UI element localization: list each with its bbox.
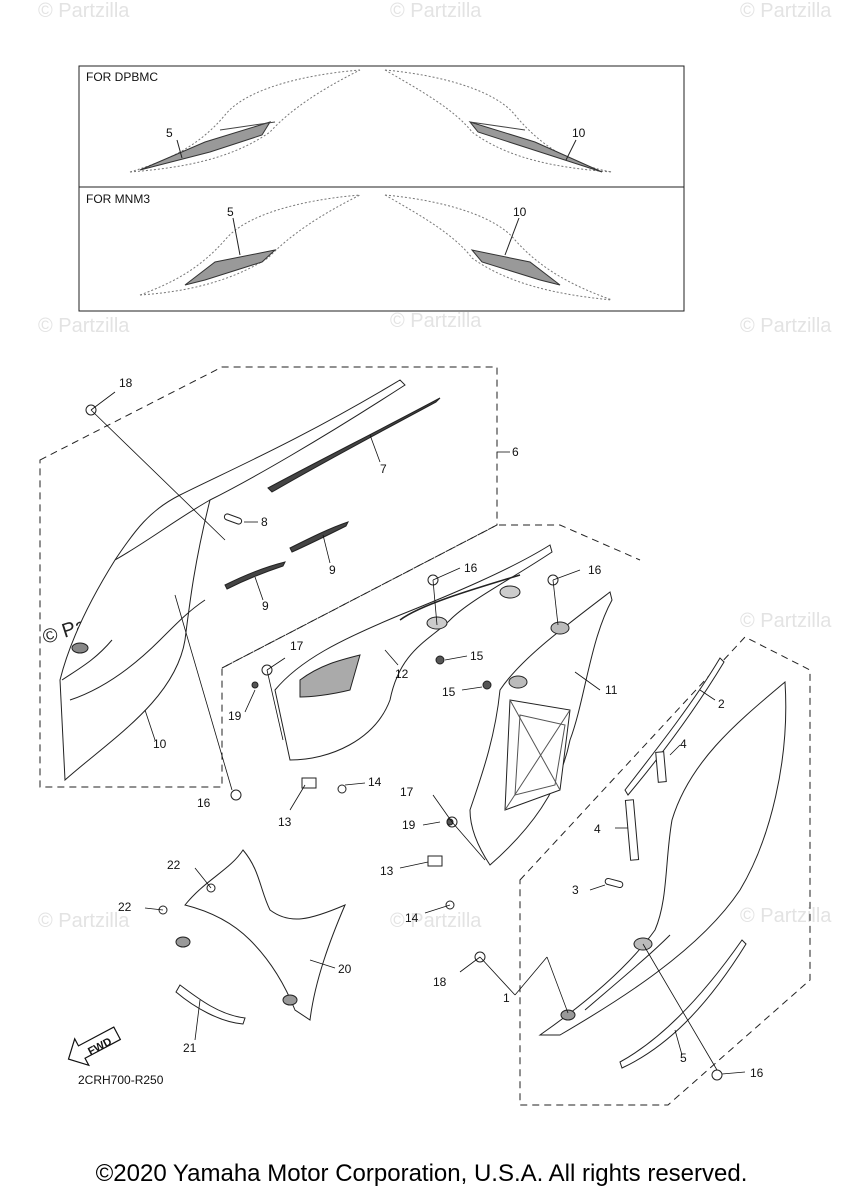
callout-10-mnm3: 10 — [513, 205, 527, 219]
group-box-1 — [519, 636, 811, 1106]
clip-3 — [604, 877, 624, 889]
callout-5: 5 — [680, 1051, 687, 1065]
pad-9a — [289, 521, 349, 553]
leader-line — [232, 217, 241, 256]
callout-2: 2 — [718, 697, 725, 711]
variant-dpbmc-left-cover — [129, 69, 361, 173]
lower-strip-5 — [619, 939, 747, 1069]
decal-strip-4b — [655, 751, 667, 783]
watermark: © Partzilla — [740, 905, 832, 927]
fastener-15b — [482, 680, 492, 690]
leader-lines — [90, 391, 746, 1075]
callout-17: 17 — [400, 785, 414, 799]
callout-11: 11 — [605, 683, 618, 697]
callout-6: 6 — [512, 445, 519, 459]
leader-line — [176, 139, 183, 159]
watermark: © Partzilla — [38, 315, 130, 337]
watermark: © Partzilla — [38, 0, 130, 22]
callout-15: 15 — [442, 685, 456, 699]
variant-mnm3-left-cover — [139, 194, 361, 296]
callout-16: 16 — [588, 563, 602, 577]
variant-label-dpbmc: FOR DPBMC — [86, 70, 158, 84]
bracket-cover-20 — [175, 849, 346, 1021]
callout-10-dpbmc: 10 — [572, 126, 586, 140]
callout-1: 1 — [503, 991, 510, 1005]
group-box-6 — [39, 366, 498, 788]
decal-strip-4a — [624, 799, 640, 861]
callout-18: 18 — [119, 376, 133, 390]
fastener-19a — [251, 681, 259, 689]
leader-line — [565, 139, 577, 161]
variant-mnm3-right-cover — [384, 194, 613, 301]
callout-4: 4 — [594, 822, 601, 836]
inner-panel-12 — [274, 544, 553, 761]
decal-strip-7 — [267, 397, 441, 493]
decal-strip-2 — [624, 657, 725, 796]
fastener-15a — [435, 655, 445, 665]
watermark: © Partzilla — [740, 315, 832, 337]
variant-frame — [78, 65, 685, 312]
copyright-notice: ©2020 Yamaha Motor Corporation, U.S.A. A… — [95, 1160, 748, 1187]
watermark: © Partzilla — [390, 910, 482, 932]
callout-19: 19 — [402, 818, 416, 832]
fastener-14a — [337, 784, 347, 794]
callout-13: 13 — [278, 815, 292, 829]
callout-18: 18 — [433, 975, 447, 989]
callout-22: 22 — [167, 858, 181, 872]
variant-dpbmc-right-cover — [384, 69, 613, 173]
callout-14: 14 — [405, 911, 419, 925]
callout-7: 7 — [380, 462, 387, 476]
callout-3: 3 — [572, 883, 579, 897]
variant-label-mnm3: FOR MNM3 — [86, 192, 150, 206]
watermark: © Partzilla — [740, 610, 832, 632]
callout-4: 4 — [680, 737, 687, 751]
fastener-16c — [230, 789, 242, 801]
callout-16: 16 — [464, 561, 478, 575]
fastener-13b — [427, 855, 443, 867]
callout-21: 21 — [183, 1041, 197, 1055]
fastener-16d — [711, 1069, 723, 1081]
callout-22: 22 — [118, 900, 132, 914]
leader-line — [504, 217, 520, 256]
watermark: © Partzilla — [390, 310, 482, 332]
callout-20: 20 — [338, 962, 352, 976]
callout-19: 19 — [228, 709, 242, 723]
group-box-inner — [221, 524, 641, 669]
watermark: © Partzilla — [38, 910, 130, 932]
lower-cover-1 — [538, 680, 787, 1036]
callout-5-mnm3: 5 — [227, 205, 234, 219]
callout-13: 13 — [380, 864, 394, 878]
clip-8 — [223, 513, 243, 525]
callout-9: 9 — [262, 599, 269, 613]
callout-10: 10 — [153, 737, 167, 751]
inner-panel-11 — [469, 591, 613, 866]
callout-15: 15 — [470, 649, 484, 663]
left-side-cover — [59, 379, 406, 782]
fastener-13a — [301, 777, 317, 789]
callout-16: 16 — [750, 1066, 764, 1080]
callout-5-dpbmc: 5 — [166, 126, 173, 140]
callout-17: 17 — [290, 639, 304, 653]
pad-9b — [224, 561, 286, 590]
watermark: © Partzilla — [390, 0, 482, 22]
callout-9: 9 — [329, 563, 336, 577]
callout-8: 8 — [261, 515, 268, 529]
callout-16: 16 — [197, 796, 211, 810]
watermark: © Partzilla — [740, 0, 832, 22]
diagram-code: 2CRH700-R250 — [78, 1073, 164, 1087]
rubber-strip-21 — [175, 984, 246, 1025]
callout-12: 12 — [395, 667, 409, 681]
callout-14: 14 — [368, 775, 382, 789]
forward-arrow-icon — [67, 1026, 122, 1067]
